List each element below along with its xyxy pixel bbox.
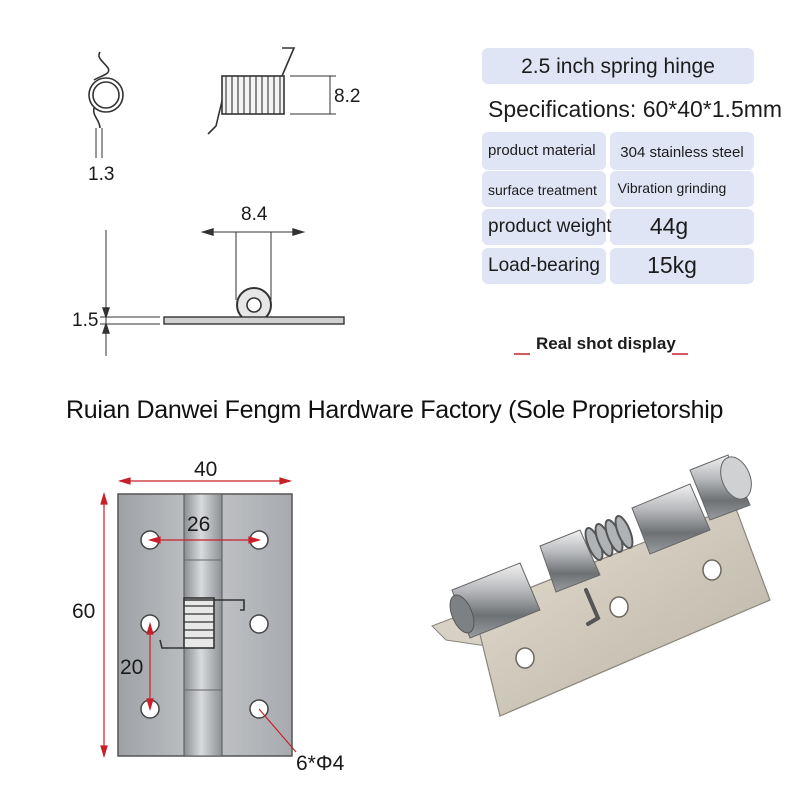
company-name: Ruian Danwei Fengm Hardware Factory (Sol… bbox=[66, 396, 724, 424]
spec-heading: Specifications: 60*40*1.5mm bbox=[488, 96, 783, 122]
spec-material-label: product material bbox=[488, 142, 596, 159]
spec-surface-label: surface treatment bbox=[488, 182, 597, 198]
spec-weight-value: 44g bbox=[649, 213, 689, 239]
spec-row-load-label-box bbox=[482, 248, 606, 284]
spec-load-value: 15kg bbox=[647, 252, 697, 278]
spec-row-material-label-box bbox=[482, 132, 606, 170]
hole-spacing-horizontal-label: 26 bbox=[187, 513, 211, 536]
spec-material-value: 304 stainless steel bbox=[620, 144, 744, 161]
spring-end-view bbox=[88, 51, 124, 158]
barrel-width-label: 8.4 bbox=[241, 204, 268, 225]
spec-title-box bbox=[482, 48, 754, 84]
dimension-lines bbox=[100, 477, 297, 759]
spring-height-label: 8.2 bbox=[334, 86, 361, 107]
spec-row-material-value-box bbox=[610, 132, 754, 170]
wire-diameter-label: 1.3 bbox=[88, 164, 115, 185]
spec-row-surface-value-box bbox=[610, 171, 754, 207]
spring-coil-view bbox=[207, 47, 336, 135]
spec-row-weight-value-box bbox=[610, 209, 754, 245]
width-label: 40 bbox=[194, 458, 218, 481]
front-spring bbox=[159, 597, 245, 649]
photo-holes bbox=[515, 559, 722, 669]
spec-surface-value: Vibration grinding bbox=[617, 180, 727, 196]
real-shot-label: Real shot display bbox=[536, 334, 676, 353]
spec-row-surface-label-box bbox=[482, 171, 606, 207]
height-label: 60 bbox=[72, 600, 96, 623]
hinge-profile-view bbox=[100, 228, 345, 356]
spec-row-weight-label-box bbox=[482, 209, 606, 245]
spec-weight-label: product weight bbox=[488, 216, 612, 237]
spec-row-load-value-box bbox=[610, 248, 754, 284]
leaf-thickness-label: 1.5 bbox=[72, 310, 99, 331]
photo-barrel bbox=[449, 454, 752, 639]
spec-title: 2.5 inch spring hinge bbox=[521, 55, 715, 78]
photo-spring bbox=[584, 515, 634, 561]
holes-label: 6*Φ4 bbox=[296, 752, 345, 775]
hole-spacing-vertical-label: 20 bbox=[120, 656, 144, 679]
spec-load-label: Load-bearing bbox=[488, 255, 600, 276]
